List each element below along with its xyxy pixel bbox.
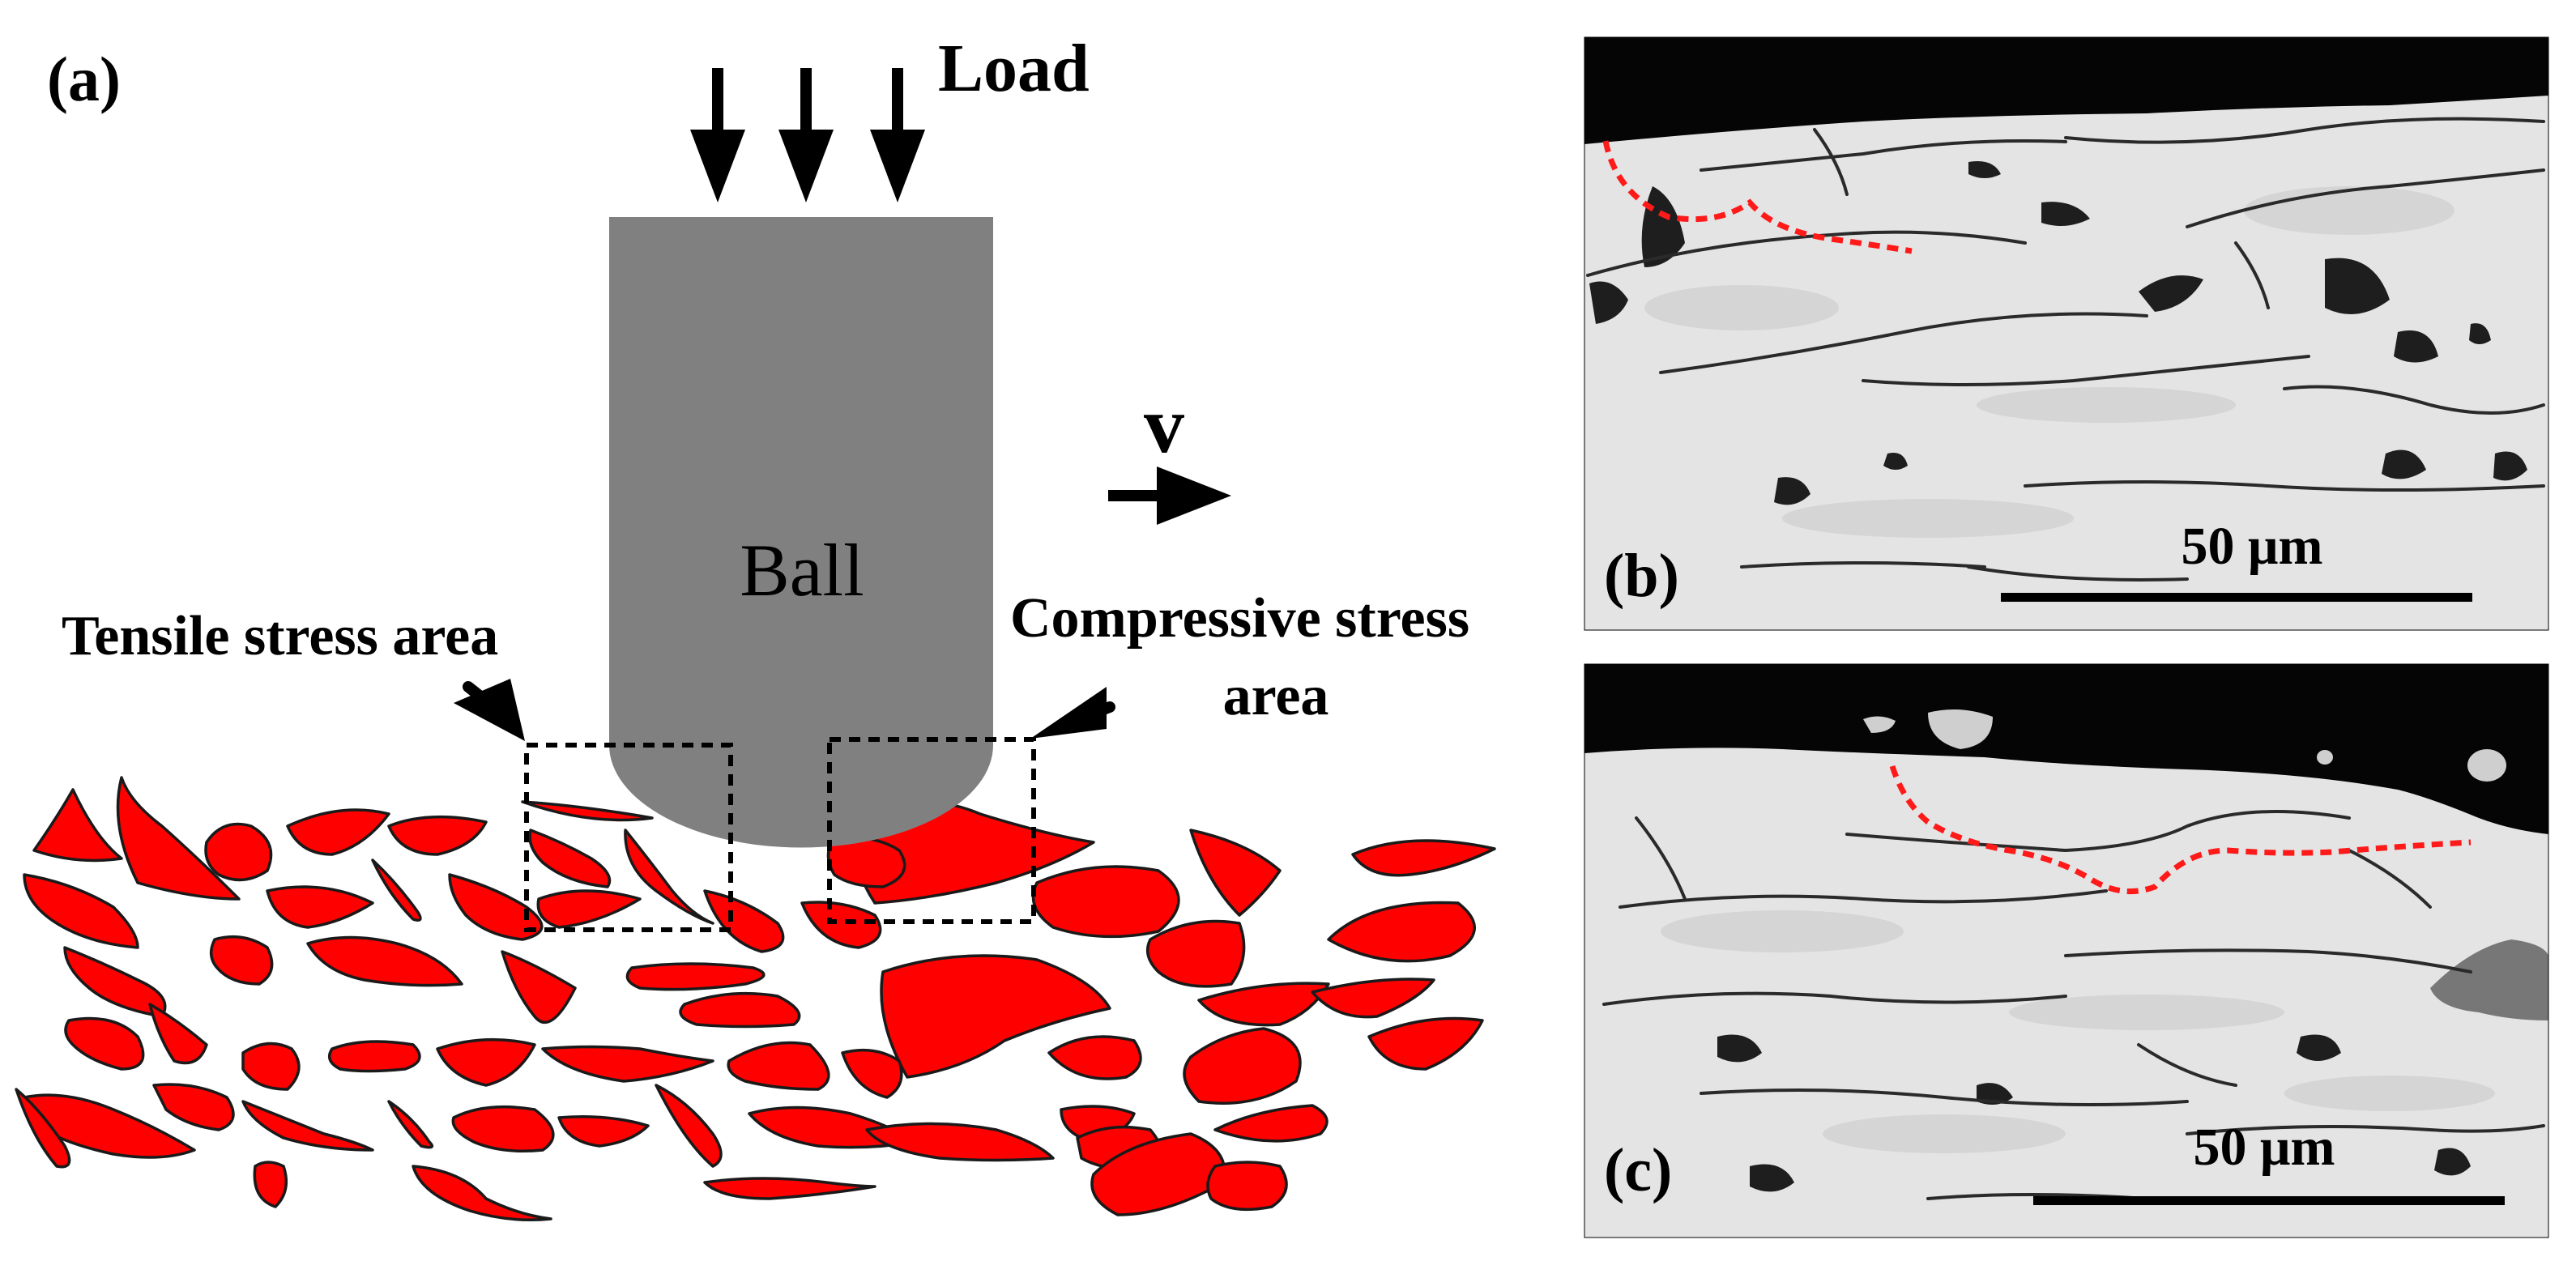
panel-c-micrograph: (c) 50 μm bbox=[1584, 663, 2549, 1238]
splat-shape bbox=[1351, 839, 1496, 877]
splat-shape bbox=[703, 1177, 876, 1200]
splat-shape bbox=[15, 1088, 71, 1169]
splat-shape bbox=[625, 962, 766, 991]
splat-shape bbox=[679, 991, 801, 1029]
splat-shape bbox=[521, 800, 654, 822]
panel-c-label: (c) bbox=[1604, 1136, 1672, 1204]
panel-a-schematic: (a) Load v bbox=[15, 31, 1496, 1221]
splat-shape bbox=[541, 1045, 714, 1083]
splat-shape bbox=[266, 885, 374, 929]
velocity-label: v bbox=[1144, 380, 1184, 470]
splat-shape bbox=[436, 1037, 536, 1087]
panel-b-micrograph: (b) 50 μm bbox=[1584, 36, 2549, 631]
splat-shape bbox=[253, 1161, 288, 1208]
splat-shape bbox=[448, 873, 544, 941]
splat-shape bbox=[1031, 865, 1180, 939]
compressive-pointer-arrow-icon bbox=[1030, 687, 1115, 739]
panel-b-scale-bar bbox=[2001, 593, 2472, 602]
splat-shape bbox=[451, 1105, 555, 1152]
tensile-stress-label: Tensile stress area bbox=[62, 605, 498, 667]
splat-shape bbox=[727, 1041, 830, 1091]
panel-b-label: (b) bbox=[1604, 542, 1679, 610]
splat-shape bbox=[327, 1040, 421, 1073]
load-arrow-icon bbox=[778, 68, 834, 202]
panel-a-label: (a) bbox=[47, 44, 121, 114]
splat-shape bbox=[204, 822, 273, 882]
splat-shape bbox=[371, 858, 422, 922]
splat-shape bbox=[23, 873, 139, 949]
splat-shape bbox=[800, 901, 882, 949]
splat-shape bbox=[557, 1115, 650, 1148]
splat-shape bbox=[412, 1165, 552, 1221]
splat-shape bbox=[148, 1003, 208, 1065]
load-arrows bbox=[690, 68, 925, 202]
splat-shape bbox=[703, 889, 785, 953]
coating-splats bbox=[15, 776, 1496, 1221]
ball-label: Ball bbox=[740, 529, 864, 611]
splat-shape bbox=[1327, 901, 1476, 963]
splat-shape bbox=[241, 1100, 374, 1152]
splat-shape bbox=[32, 788, 123, 863]
splat-shape bbox=[1206, 1161, 1288, 1212]
splat-shape bbox=[286, 808, 390, 856]
splat-shape bbox=[306, 935, 463, 987]
splat-shape bbox=[536, 889, 642, 929]
panel-b-scale-bar-label: 50 μm bbox=[2181, 517, 2323, 576]
splat-shape bbox=[1183, 1027, 1302, 1105]
splat-shape bbox=[501, 950, 577, 1025]
splat-shape bbox=[152, 1083, 235, 1131]
splat-shape bbox=[841, 1048, 903, 1099]
splat-shape bbox=[865, 1122, 1055, 1162]
splat-shape bbox=[241, 1042, 301, 1091]
compressive-stress-label-line2: area bbox=[1223, 665, 1329, 727]
panel-c-scale-bar bbox=[2033, 1196, 2505, 1205]
splat-shape bbox=[387, 815, 488, 856]
splat-shape bbox=[116, 776, 241, 901]
splat-shape bbox=[209, 935, 274, 986]
compressive-stress-box bbox=[827, 737, 1036, 924]
splat-shape bbox=[1047, 1035, 1142, 1080]
compressive-stress-label-line1: Compressive stress bbox=[1010, 587, 1469, 650]
ball-indenter bbox=[609, 217, 993, 848]
load-arrow-icon bbox=[870, 68, 925, 202]
splat-shape bbox=[1189, 829, 1282, 917]
load-arrow-icon bbox=[690, 68, 745, 202]
splat-shape bbox=[1367, 1016, 1484, 1071]
splat-shape bbox=[387, 1100, 434, 1149]
splat-shape bbox=[64, 1016, 145, 1071]
splat-shape bbox=[624, 829, 714, 925]
splat-shape bbox=[23, 1093, 196, 1159]
splat-shape bbox=[528, 829, 612, 888]
panel-c-scale-bar-label: 50 μm bbox=[2194, 1118, 2335, 1177]
velocity-arrow-icon bbox=[1108, 466, 1231, 525]
splat-shape bbox=[1213, 1104, 1329, 1143]
tensile-stress-box bbox=[524, 743, 733, 932]
splat-shape bbox=[655, 1084, 723, 1168]
crack-trace-c bbox=[1889, 765, 2472, 895]
splat-shape bbox=[1197, 982, 1330, 1027]
splat-shape bbox=[1311, 978, 1435, 1019]
splat-shape bbox=[1145, 919, 1246, 988]
load-label: Load bbox=[938, 31, 1090, 106]
crack-trace-b bbox=[1602, 140, 1913, 254]
tensile-pointer-arrow-icon bbox=[454, 679, 525, 741]
